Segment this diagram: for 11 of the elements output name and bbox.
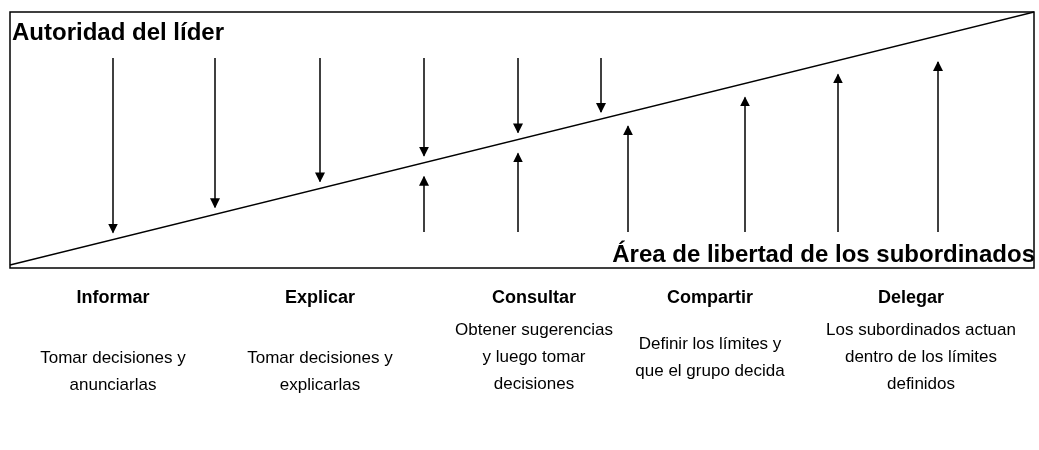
stage-heading: Informar <box>75 287 151 309</box>
stage-description: Tomar decisiones y explicarlas <box>246 347 394 397</box>
stage-heading: Delegar <box>876 287 945 309</box>
stage-heading: Consultar <box>491 287 577 309</box>
axis-label: Autoridad del líder <box>12 18 225 47</box>
stage-description: Los subordinados actuan dentro de los límites definidos <box>826 319 1016 396</box>
stage-heading: Compartir <box>666 287 754 309</box>
stage-description: Obtener sugerencias y luego tomar decisiones <box>454 319 614 396</box>
stage-heading: Explicar <box>283 287 356 309</box>
stage-description: Tomar decisiones y anunciarlas <box>39 347 187 397</box>
stage-description: Definir los límites y que el grupo decida <box>634 333 786 383</box>
